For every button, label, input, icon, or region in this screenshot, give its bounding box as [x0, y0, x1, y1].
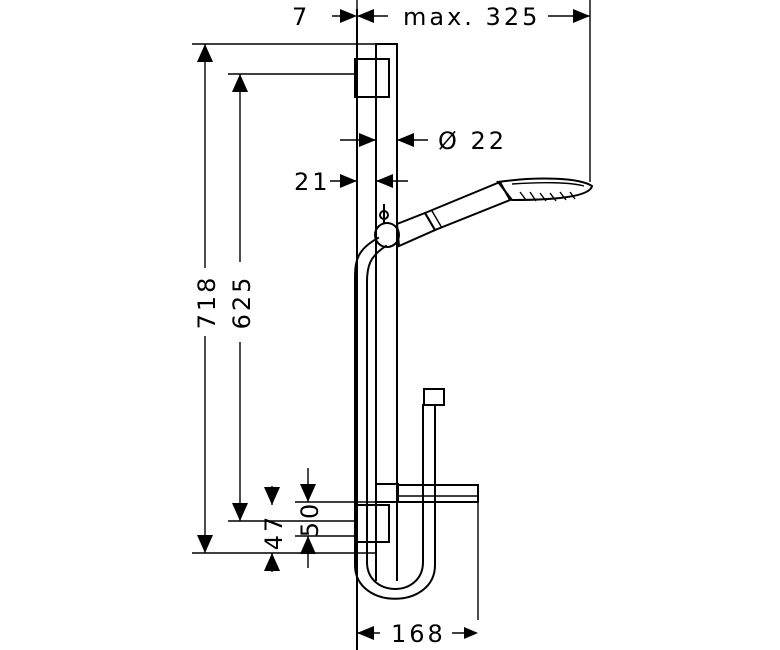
dimension-max-reach: max. 325: [403, 3, 540, 31]
dimension-wall-offset: 21: [294, 168, 331, 196]
lower-height-a-dimension: [295, 468, 376, 568]
lower-wall-bracket: [356, 504, 390, 543]
dimension-total-height: 718: [193, 275, 221, 330]
dimension-lower-height-a: 50: [296, 501, 324, 538]
shower-hose: [354, 236, 445, 600]
total-height-dimension: [192, 43, 376, 554]
shower-rail: [375, 43, 398, 581]
dimension-bracket-spacing: 625: [228, 275, 256, 330]
upper-wall-bracket: [354, 58, 390, 98]
dimension-top-offset: 7: [292, 3, 310, 31]
shelf-depth-dimension: [357, 502, 479, 640]
slider-and-hand-shower: [374, 177, 594, 248]
top-dimensions: [332, 0, 591, 182]
dimension-lower-height-b: 47: [260, 514, 288, 551]
dimension-shelf-depth: 168: [391, 620, 446, 648]
dimension-rail-diameter: Ø 22: [438, 127, 507, 155]
bracket-spacing-dimension: [228, 73, 355, 522]
shelf: [375, 483, 479, 503]
rail-diameter-dimension: [340, 100, 428, 150]
lower-height-b-dimension: [264, 486, 280, 572]
wall-offset-dimension: [330, 165, 408, 190]
